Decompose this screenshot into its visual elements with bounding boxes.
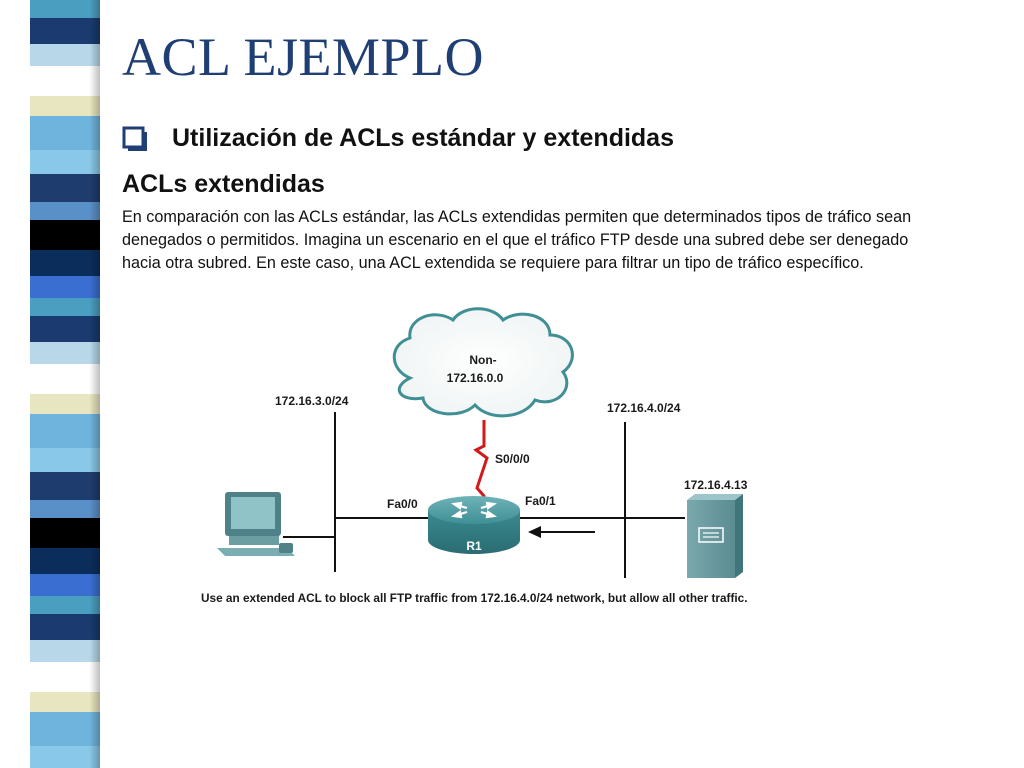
- decorative-stripe-bar: [30, 0, 100, 768]
- router-name-label: R1: [466, 539, 482, 553]
- server-icon: [687, 494, 743, 578]
- left-interface-label: Fa0/0: [387, 497, 418, 511]
- diagram-caption: Use an extended ACL to block all FTP tra…: [201, 591, 748, 605]
- router-icon: R1: [428, 496, 520, 554]
- network-diagram: Non- 172.16.0.0 S0/0/0 172.16.3.0/24 172…: [201, 307, 748, 605]
- sub-heading: ACLs extendidas: [122, 170, 325, 198]
- bullet-text: Utilización de ACLs estándar y extendida…: [172, 124, 674, 152]
- server-address-label: 172.16.4.13: [684, 478, 748, 492]
- serial-link: [473, 420, 489, 502]
- serial-interface-label: S0/0/0: [495, 452, 530, 466]
- left-network-label: 172.16.3.0/24: [275, 394, 349, 408]
- cloud-label-line2: 172.16.0.0: [447, 371, 504, 385]
- body-line: hacia otra subred. En este caso, una ACL…: [122, 254, 864, 272]
- pc-icon: [217, 492, 295, 556]
- bullet-item: Utilización de ACLs estándar y extendida…: [122, 124, 674, 153]
- right-network-label: 172.16.4.0/24: [607, 401, 681, 415]
- body-line: En comparación con las ACLs estándar, la…: [122, 208, 912, 226]
- traffic-arrow-icon: [528, 526, 595, 538]
- cloud-icon: Non- 172.16.0.0: [392, 307, 574, 418]
- cloud-label-line1: Non-: [469, 353, 496, 367]
- body-line: denegados o permitidos. Imagina un escen…: [122, 231, 909, 249]
- checkbox-bullet-icon: [122, 126, 147, 151]
- slide-title: ACL EJEMPLO: [122, 27, 485, 87]
- right-interface-label: Fa0/1: [525, 494, 556, 508]
- body-paragraph: En comparación con las ACLs estándar, la…: [122, 206, 972, 275]
